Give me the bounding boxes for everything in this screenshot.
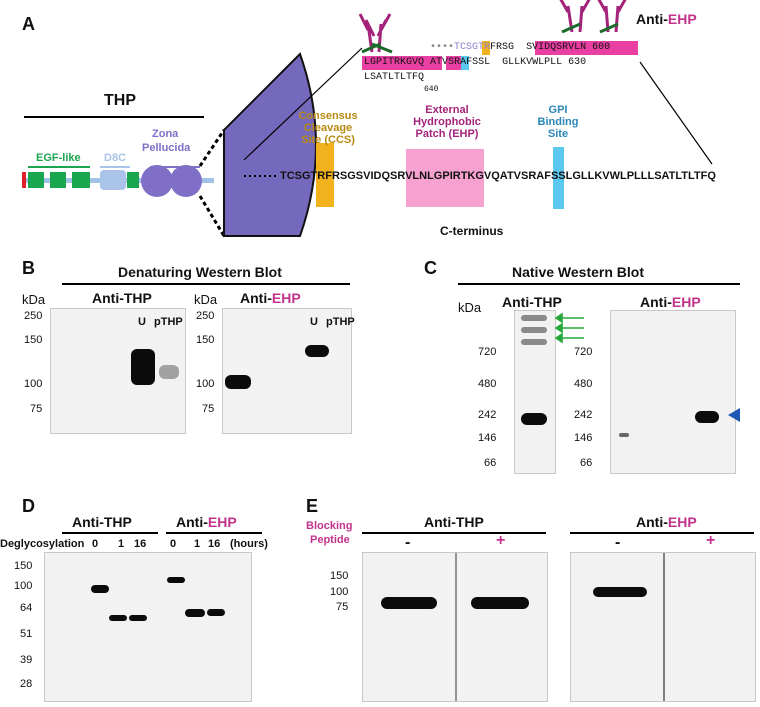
d-marker-39: 39: [20, 654, 33, 666]
panel-e-anti-thp: Anti-THP: [424, 514, 484, 530]
c-marker-66-r: 66: [580, 457, 593, 469]
d-time-1b: 1: [194, 538, 201, 550]
lane-pthp-right: pTHP: [326, 316, 355, 328]
d-time-16a: 16: [134, 538, 147, 550]
band-b-u: [131, 349, 155, 385]
panel-b-kda-left: kDa: [22, 292, 46, 307]
blot-c-right: [610, 310, 736, 474]
e-minus-left: -: [405, 534, 411, 551]
inset-row-3: LSATLTLTFQ: [364, 72, 425, 83]
blot-e-left: [362, 552, 548, 702]
c-marker-242-l: 242: [478, 409, 497, 421]
d-unit: (hours): [230, 538, 268, 550]
blocking-label-2: Peptide: [310, 534, 350, 546]
lane-pthp-left: pTHP: [154, 316, 183, 328]
d-marker-64: 64: [20, 602, 33, 614]
b-marker-250-r: 250: [196, 310, 215, 322]
blot-b-right: [222, 308, 352, 434]
d8c-label: D8C: [104, 152, 127, 164]
panel-b-anti-ehp: Anti-EHP: [240, 290, 301, 306]
e-minus-right: -: [615, 534, 621, 551]
d-marker-51: 51: [20, 628, 33, 640]
b-marker-100-l: 100: [24, 378, 43, 390]
panel-b-title: Denaturing Western Blot: [118, 264, 282, 280]
panel-e-anti-ehp: Anti-EHP: [636, 514, 697, 530]
d-marker-150: 150: [14, 560, 33, 572]
blot-e-right: [570, 552, 756, 702]
band-d-0: [91, 585, 109, 593]
panel-c-title: Native Western Blot: [512, 264, 644, 280]
band-c-ehp: [695, 411, 719, 423]
deglycosylation-label: Deglycosylation: [0, 538, 85, 550]
blot-b-left: [50, 308, 186, 434]
panel-d-letter: D: [22, 496, 35, 516]
band-b-ehp: [305, 345, 329, 357]
b-marker-100-r: 100: [196, 378, 215, 390]
b-marker-75-l: 75: [30, 403, 43, 415]
band-b-ladder: [225, 375, 251, 389]
inset-num-640: 640: [424, 85, 439, 94]
band-e-minus: [381, 597, 437, 609]
d-time-16b: 16: [208, 538, 221, 550]
panel-c-anti-thp: Anti-THP: [502, 294, 562, 310]
inset-row-1: ••••TCSGTRFRSG SVIDQSRVLN 600: [430, 42, 611, 53]
c-terminus-label: C-terminus: [440, 224, 504, 238]
e-plus-right: +: [706, 532, 716, 549]
c-marker-480-l: 480: [478, 378, 497, 390]
zp-label-2: Pellucida: [142, 142, 191, 154]
panel-d-anti-thp: Anti-THP: [72, 514, 132, 530]
d-time-1a: 1: [118, 538, 125, 550]
anti-ehp-header: Anti-EHP: [636, 11, 697, 27]
c-marker-66-l: 66: [484, 457, 497, 469]
e-marker-150: 150: [330, 570, 349, 582]
band-e-plus: [471, 597, 529, 609]
b-marker-150-l: 150: [24, 334, 43, 346]
c-marker-480-r: 480: [574, 378, 593, 390]
lane-u-right: U: [310, 316, 318, 328]
blocking-label-1: Blocking: [306, 520, 353, 532]
lane-u-left: U: [138, 316, 146, 328]
panel-a-letter: A: [22, 14, 35, 34]
panel-c-anti-ehp: Anti-EHP: [640, 294, 701, 310]
d-time-0a: 0: [92, 538, 99, 550]
c-marker-146-r: 146: [574, 432, 593, 444]
egf-domain: [28, 172, 44, 188]
inset-row-2: LGPITRKGVQ ATVSRAFSSL GLLKVWLPLL 630: [364, 57, 587, 68]
panel-b-letter: B: [22, 258, 35, 278]
panel-a-diagram: [22, 0, 713, 237]
egf-label: EGF-like: [36, 152, 81, 164]
panel-c-letter: C: [424, 258, 437, 278]
blue-arrow-icon: [728, 408, 740, 422]
c-marker-720-l: 720: [478, 346, 497, 358]
c-marker-720-r: 720: [574, 346, 593, 358]
d-marker-100: 100: [14, 580, 33, 592]
blot-c-left: [514, 310, 556, 474]
panel-b-kda-right: kDa: [194, 292, 218, 307]
d-marker-28: 28: [20, 678, 33, 690]
d-time-0b: 0: [170, 538, 177, 550]
c-marker-146-l: 146: [478, 432, 497, 444]
panel-d-anti-ehp: Anti-EHP: [176, 514, 237, 530]
green-arrows: [554, 312, 584, 344]
e-plus-left: +: [496, 532, 506, 549]
blot-d: [44, 552, 252, 702]
sequence: TCSGTRFRSGSVIDQSRVLNLGPIRTKGVQATVSRAFSSL…: [280, 170, 716, 182]
e-marker-75: 75: [336, 601, 349, 613]
b-marker-75-r: 75: [202, 403, 215, 415]
c-marker-242-r: 242: [574, 409, 593, 421]
e-marker-100: 100: [330, 586, 349, 598]
b-marker-250-l: 250: [24, 310, 43, 322]
thp-title: THP: [104, 92, 136, 109]
band-e-ehp: [593, 587, 647, 597]
band-c-thp: [521, 413, 547, 425]
panel-b-anti-thp: Anti-THP: [92, 290, 152, 306]
panel-e-letter: E: [306, 496, 319, 516]
zp-label-1: Zona: [152, 128, 179, 140]
panel-c-kda: kDa: [458, 300, 482, 315]
b-marker-150-r: 150: [196, 334, 215, 346]
